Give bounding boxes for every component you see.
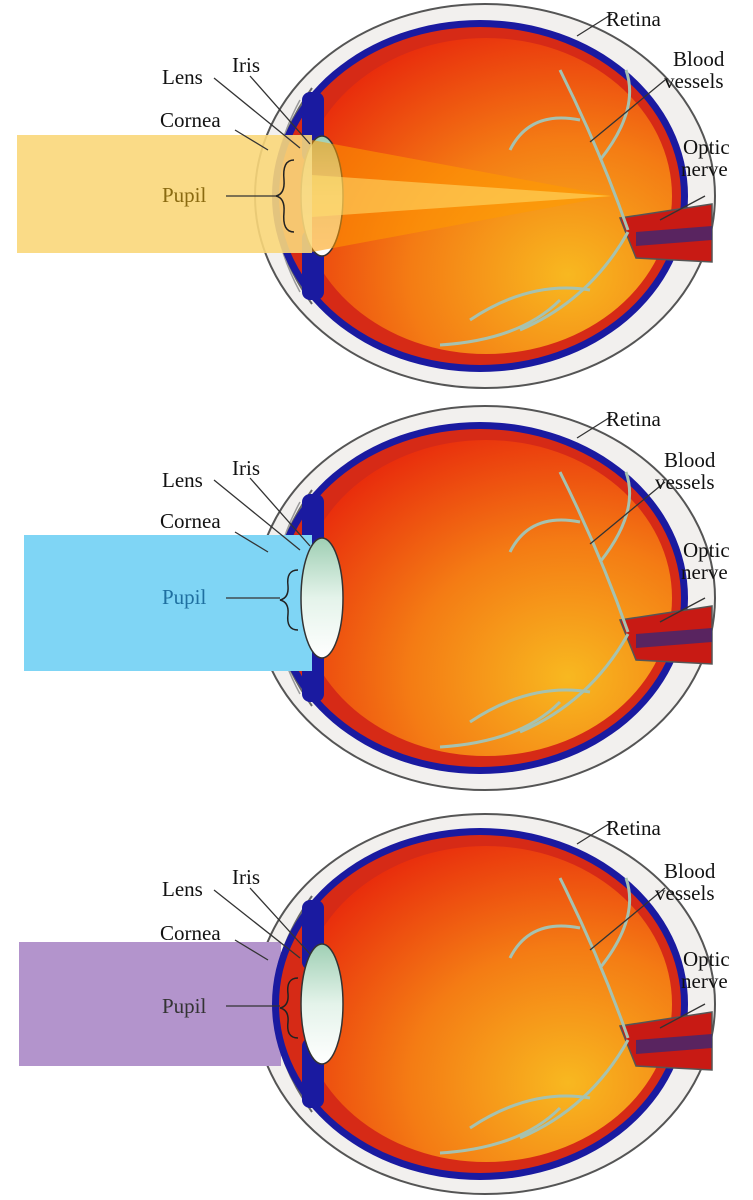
- label-lens: Lens: [162, 877, 203, 901]
- label-blood-line1: Blood: [664, 448, 716, 472]
- label-optic-line2: nerve: [681, 560, 728, 584]
- label-retina: Retina: [606, 816, 661, 840]
- label-pupil: Pupil: [162, 585, 207, 609]
- label-optic-line2: nerve: [681, 157, 728, 181]
- label-iris: Iris: [232, 456, 260, 480]
- label-lens: Lens: [162, 468, 203, 492]
- label-optic-line1: Optic: [683, 538, 730, 562]
- lens: [301, 538, 343, 658]
- eye-diagram-panel-3: Retina Blood vessels Optic nerve Lens Ir…: [0, 800, 753, 1200]
- eye-svg-1: Retina Blood vessels Optic nerve Lens Ir…: [0, 0, 753, 400]
- label-blood-line2: vessels: [655, 470, 715, 494]
- label-retina: Retina: [606, 7, 661, 31]
- light-beam: [19, 942, 281, 1066]
- eye-svg-2: Retina Blood vessels Optic nerve Lens Ir…: [0, 400, 753, 800]
- label-retina: Retina: [606, 407, 661, 431]
- label-optic-line1: Optic: [683, 135, 730, 159]
- label-blood-line2: vessels: [655, 881, 715, 905]
- label-pupil: Pupil: [162, 183, 207, 207]
- label-iris: Iris: [232, 865, 260, 889]
- eye-svg-3: Retina Blood vessels Optic nerve Lens Ir…: [0, 800, 753, 1198]
- label-cornea: Cornea: [160, 509, 221, 533]
- label-lens: Lens: [162, 65, 203, 89]
- label-pupil: Pupil: [162, 994, 207, 1018]
- label-optic-line1: Optic: [683, 947, 730, 971]
- eye-diagram-panel-2: Retina Blood vessels Optic nerve Lens Ir…: [0, 400, 753, 800]
- label-blood-line1: Blood: [673, 47, 725, 71]
- label-blood-line2: vessels: [664, 69, 724, 93]
- label-cornea: Cornea: [160, 921, 221, 945]
- label-iris: Iris: [232, 53, 260, 77]
- lens: [301, 944, 343, 1064]
- label-cornea: Cornea: [160, 108, 221, 132]
- label-optic-line2: nerve: [681, 969, 728, 993]
- label-blood-line1: Blood: [664, 859, 716, 883]
- eye-diagram-panel-1: Retina Blood vessels Optic nerve Lens Ir…: [0, 0, 753, 400]
